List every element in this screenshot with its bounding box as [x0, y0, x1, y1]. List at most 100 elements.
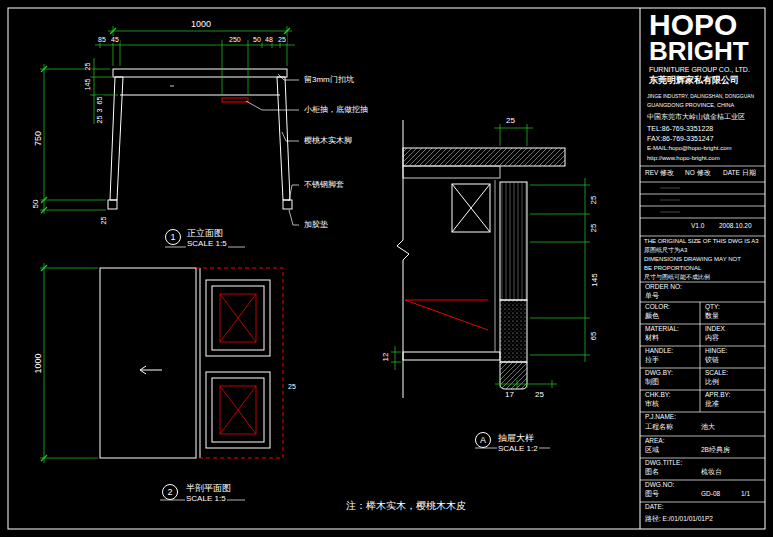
- callout-text: 加胶垫: [303, 221, 329, 229]
- title-block-text: REV 修改: [644, 170, 675, 177]
- title-block-text: 工程名称: [644, 424, 674, 431]
- title-block-text: JINGE INDUSTRY, DALINGSHAN, DONGGUAN: [646, 95, 755, 100]
- scale-text: SCALE 1:5: [185, 495, 227, 503]
- title-block-text: FURNITURE GROUP CO., LTD.: [648, 66, 751, 73]
- title-block-text: MATERIAL:: [644, 326, 680, 333]
- callout-circle: 2: [162, 484, 178, 500]
- dimension-number: 25: [505, 117, 516, 125]
- title-block-text: DATE 日期: [722, 170, 757, 177]
- title-block-text: E-MAIL:hopo@hopo-bright.com: [646, 145, 732, 151]
- dimension-number: 25: [287, 383, 297, 390]
- title-block-text: 比例: [704, 379, 720, 386]
- callout-text: 樱桃木实木脚: [303, 137, 353, 145]
- logo-text: HOPO: [648, 10, 738, 40]
- callout-number: A: [480, 436, 486, 445]
- callout-number: 1: [170, 233, 175, 242]
- dimension-number: 85: [97, 36, 107, 43]
- dimension-number: 25: [534, 391, 545, 399]
- title-block-text: 拉手: [644, 357, 660, 364]
- dimension-number: 145: [590, 272, 598, 287]
- callout-text: 不锈钢脚套: [303, 181, 345, 189]
- title-block-text: DATE:: [644, 504, 665, 511]
- title-block-text: P.J.NAME:: [644, 414, 677, 421]
- title-block-text: 批准: [704, 401, 720, 408]
- title-block-text: GD-08: [700, 491, 721, 498]
- title-block-text: 原图纸尺寸为A3: [643, 247, 688, 253]
- title-block-text: CHK.BY:: [644, 392, 672, 399]
- dimension-number: 25: [100, 215, 107, 225]
- title-block-text: 梳妆台: [700, 469, 723, 476]
- dimension-number: 65: [96, 95, 103, 105]
- title-block-text: 内容: [704, 335, 720, 342]
- note-text: 注：榉木实木，樱桃木木皮: [345, 501, 467, 511]
- title-block-text: 区域: [644, 447, 660, 454]
- view-title: 半剖平面图: [185, 484, 232, 493]
- title-block-text: 制图: [644, 379, 660, 386]
- title-block-text: 颜色: [644, 313, 660, 320]
- logo-text: BRIGHT: [648, 38, 750, 64]
- dimension-number: 750: [34, 129, 43, 146]
- title-block-text: NO 修改: [684, 170, 712, 177]
- dimension-number: 25: [84, 61, 91, 71]
- title-block-text: DWG.TITLE:: [644, 460, 683, 467]
- dimension-number: 25: [277, 36, 287, 43]
- dimension-number: 250: [228, 36, 242, 43]
- title-block-text: 路径: E:/01/01/01/01P2: [644, 516, 714, 523]
- title-block-text: COLOR:: [644, 304, 671, 311]
- callout-circle: 1: [165, 229, 181, 245]
- dimension-number: 1000: [190, 20, 212, 29]
- title-block-text: 材料: [644, 335, 660, 342]
- title-block-text: 审核: [644, 401, 660, 408]
- view-title: 正立面图: [186, 229, 224, 238]
- callout-number: 2: [167, 488, 172, 497]
- dimension-number: 65: [590, 331, 598, 342]
- title-block-text: 铰链: [704, 357, 720, 364]
- title-block-text: HANDLE:: [644, 348, 674, 355]
- dimension-number: 3: [96, 107, 103, 113]
- dimension-number: 50: [252, 36, 262, 43]
- dimension-number: 12: [382, 352, 390, 363]
- title-block-text: DWG.NO:: [644, 482, 675, 489]
- title-block-text: 单号: [644, 293, 660, 300]
- dimension-number: 17: [504, 391, 515, 399]
- title-block-text: 东莞明辉家私有限公司: [648, 76, 740, 85]
- dimension-number: 48: [264, 36, 274, 43]
- dimension-number: 50: [32, 199, 40, 210]
- scale-text: SCALE 1:5: [186, 240, 228, 248]
- title-block-text: 2B经典房: [700, 447, 731, 454]
- title-block-text: SCALE:: [704, 370, 729, 377]
- title-block-text: TEL:86-769-3351228: [646, 125, 714, 132]
- title-block-text: DWG.BY:: [644, 370, 674, 377]
- dimension-number: 25: [590, 195, 598, 206]
- scale-text: SCALE 1:2: [497, 445, 539, 453]
- dimension-number: 145: [84, 77, 91, 91]
- title-block-text: 池大: [700, 424, 716, 431]
- title-block-text: THE ORIGINAL SIZE OF THIS DWG IS A3: [643, 238, 760, 244]
- title-block-text: DIMENSIONS DRAWING MAY NOT: [643, 256, 742, 262]
- title-block-text: ORDER NO:: [644, 284, 683, 291]
- title-block-text: 尺寸与图纸可能不成比例: [643, 274, 711, 280]
- dimension-number: 25: [96, 114, 103, 124]
- title-block-text: 图名: [644, 469, 660, 476]
- title-block-text: V1.0: [690, 223, 705, 230]
- title-block-text: BE PROPORTIONAL: [643, 265, 702, 271]
- callout-circle: A: [475, 432, 491, 448]
- title-block-text: 1/1: [740, 491, 751, 498]
- title-block-text: 数量: [704, 313, 720, 320]
- dimension-number: 45: [110, 36, 120, 43]
- title-block-text: 2008.10.20: [718, 223, 753, 230]
- title-block-text: INDEX: [704, 326, 726, 333]
- title-block-text: QTY:: [704, 304, 721, 311]
- dimension-number: 25: [590, 223, 598, 234]
- title-block-text: APR.BY:: [704, 392, 731, 399]
- title-block-text: GUANGDONG PROVINCE, CHINA: [646, 103, 735, 109]
- callout-text: 留3mm门扣坑: [303, 76, 355, 84]
- dimension-number: 1000: [34, 352, 43, 374]
- title-block-text: 图号: [644, 491, 660, 498]
- title-block-text: AREA:: [644, 438, 666, 445]
- view-title: 抽屉大样: [497, 434, 535, 443]
- title-block-text: HINGE:: [704, 348, 728, 355]
- title-block-text: 中国东莞市大岭山镇金桔工业区: [646, 113, 746, 120]
- title-block-text: http://www.hopo-bright.com: [646, 155, 721, 161]
